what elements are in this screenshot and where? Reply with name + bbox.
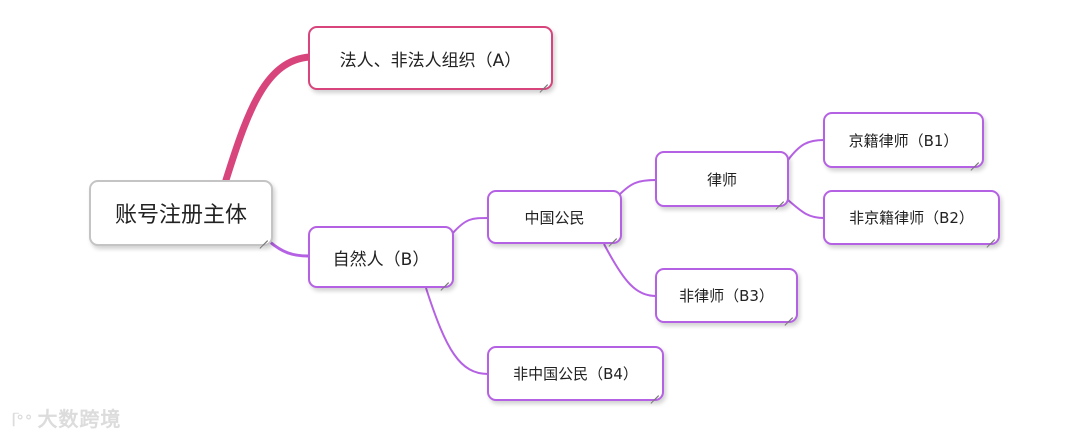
node-beijing-lawyer[interactable]: 京籍律师（B1） — [823, 112, 984, 168]
node-non-lawyer-label: 非律师（B3） — [679, 287, 774, 305]
node-beijing-lawyer-label: 京籍律师（B1） — [848, 131, 959, 150]
node-non-beijing-lawyer[interactable]: 非京籍律师（B2） — [823, 190, 1000, 245]
watermark: ᥬ°°大数跨境 — [12, 403, 121, 432]
link-lawyer-to-beijing — [787, 139, 825, 161]
watermark-text: 大数跨境 — [37, 407, 122, 431]
resize-handle-icon — [650, 387, 659, 396]
node-non-beijing-lawyer-label: 非京籍律师（B2） — [849, 209, 974, 227]
node-non-chinese-citizen[interactable]: 非中国公民（B4） — [487, 346, 664, 401]
resize-handle-icon — [970, 154, 979, 163]
node-lawyer[interactable]: 律师 — [655, 151, 789, 207]
root-node[interactable]: 账号注册主体 — [89, 180, 273, 246]
resize-handle-icon — [539, 76, 548, 85]
resize-handle-icon — [259, 232, 268, 241]
node-legal-entity[interactable]: 法人、非法人组织（A） — [308, 26, 553, 90]
watermark-logo-icon: ᥬ°° — [12, 412, 34, 430]
link-citizen-to-lawyer — [617, 179, 657, 197]
node-non-chinese-citizen-label: 非中国公民（B4） — [513, 365, 638, 383]
resize-handle-icon — [775, 193, 784, 202]
node-legal-entity-label: 法人、非法人组织（A） — [339, 50, 522, 71]
node-natural-person[interactable]: 自然人（B） — [308, 226, 454, 288]
resize-handle-icon — [784, 309, 793, 318]
node-chinese-citizen[interactable]: 中国公民 — [487, 190, 622, 244]
node-natural-person-label: 自然人（B） — [332, 249, 430, 270]
node-non-lawyer[interactable]: 非律师（B3） — [655, 268, 798, 323]
resize-handle-icon — [608, 230, 617, 239]
link-lawyer-to-nonbeijing — [787, 199, 825, 219]
link-root-to-a — [222, 53, 314, 184]
node-chinese-citizen-label: 中国公民 — [524, 208, 585, 227]
resize-handle-icon — [440, 274, 449, 283]
resize-handle-icon — [986, 231, 995, 240]
link-citizen-to-nonlawyer — [603, 243, 657, 297]
link-b-to-noncitizen — [425, 287, 489, 375]
link-root-to-b — [269, 240, 309, 258]
link-b-to-citizen — [451, 217, 489, 235]
node-lawyer-label: 律师 — [706, 170, 737, 189]
root-label: 账号注册主体 — [114, 203, 247, 228]
